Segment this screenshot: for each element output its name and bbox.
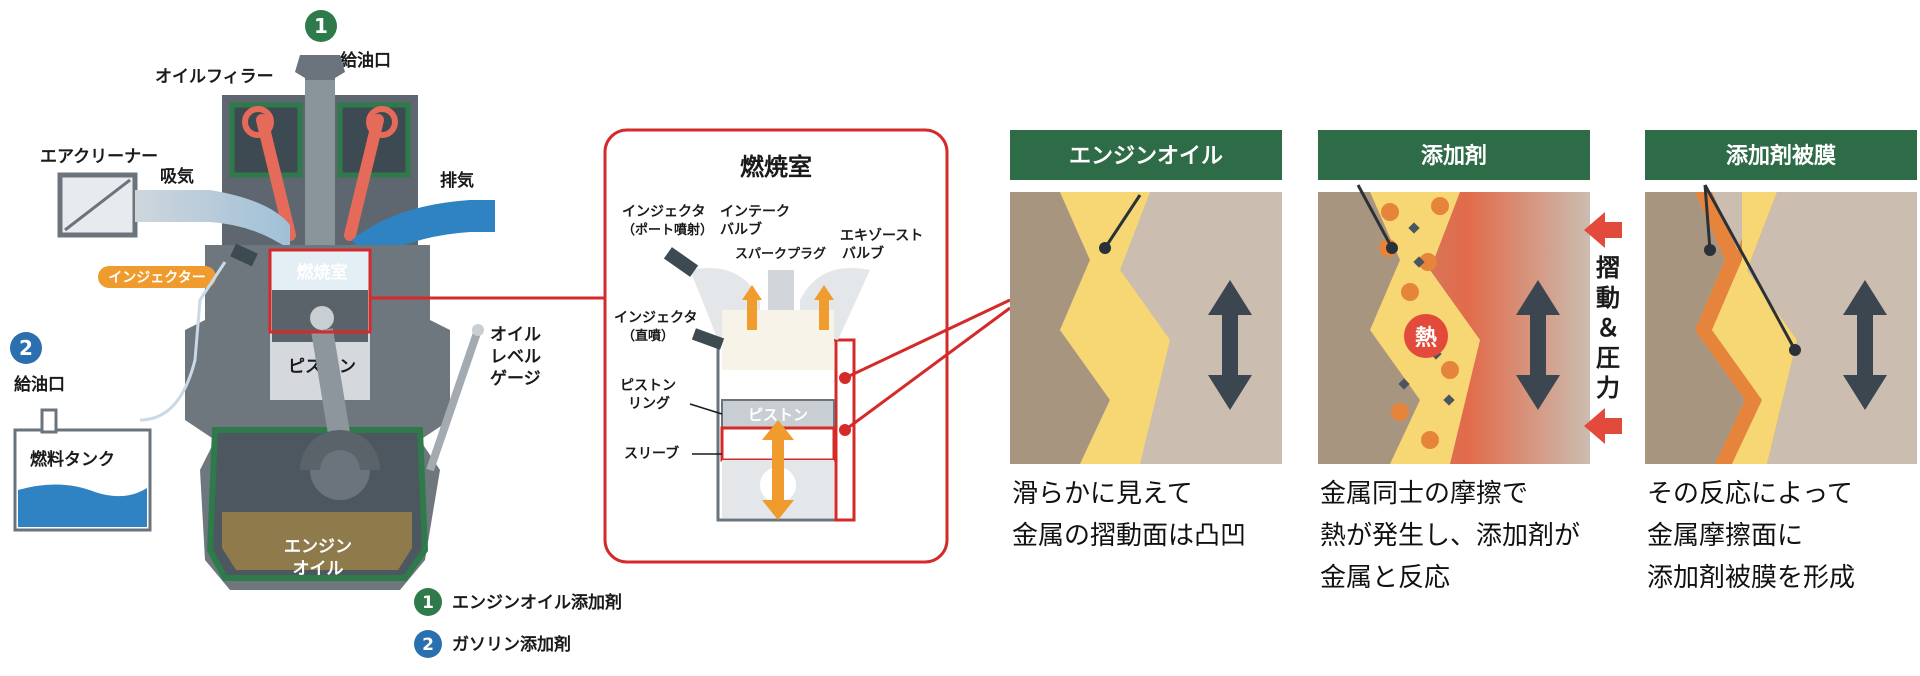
panel-1-caption-2: 金属の摺動面は凸凹 [1012,521,1246,551]
panel-2-caption-2: 熱が発生し、添加剤が [1320,521,1580,551]
fuel-tank-label: 燃料タンク [30,449,115,470]
panel-3-caption-3: 添加剤被膜を形成 [1647,563,1855,593]
label-injector-port-2: （ポート噴射） [622,222,713,238]
label-injector-direct-1: インジェクタ [614,310,697,326]
panel-additive: 添加剤 熱 金属同士の摩擦で 熱が発生し、添加剤が 金属と反応 [1318,130,1590,593]
injector-badge [98,266,216,288]
heat-badge [1404,314,1448,358]
panel-3-caption-2: 金属摩擦面に [1647,521,1803,551]
filler-fuel-label: 給油口 [14,374,65,395]
panel-3-header [1645,130,1917,180]
engine-illustration: 1 給油口 オイルフィラー エアクリーナー 吸気 排気 エンジン オイル [10,10,541,590]
pressure-char-4: 圧 [1596,344,1620,372]
marker-2-number: 2 [19,336,33,360]
panel-1-caption-1: 滑らかに見えて [1012,479,1193,509]
label-piston-ring-2: リング [628,395,670,412]
engine-oil-label-1: エンジン [284,537,352,557]
heat-label: 熱 [1415,325,1437,351]
label-piston-ring-1: ピストン [620,378,676,394]
label-exhaust-valve-2: バルブ [842,245,884,262]
panel-3-motion-arrow [1843,280,1887,410]
panel-3-caption-1: その反応によって [1647,479,1853,509]
marker-2-circle [10,332,42,364]
engine-oil-label-2: オイル [293,559,344,579]
legend-1-number: 1 [422,593,434,613]
air-cleaner-label: エアクリーナー [40,147,158,167]
oil-level-label-2: レベル [490,347,541,367]
oil-level-label-3: ゲージ [490,368,541,389]
legend: 1 エンジンオイル添加剤 2 ガソリン添加剤 [414,588,622,658]
legend-2-label: ガソリン添加剤 [452,634,571,655]
chamber-label: 燃焼室 [297,262,348,283]
label-intake-valve-1: インテーク [720,204,790,220]
exhaust-label: 排気 [440,170,474,191]
chamber-highlight [268,248,372,334]
legend-2-number: 2 [422,635,434,655]
label-intake-valve-2: バルブ [720,221,762,238]
pressure-arrow-top [1584,212,1622,248]
panel-1-motion-arrow [1208,280,1252,410]
pressure-arrow-bottom [1584,408,1622,444]
chamber-detail-title: 燃焼室 [740,153,812,181]
panel-1-header [1010,130,1282,180]
label-injector-port-1: インジェクタ [622,204,705,220]
sliding-pressure: 摺 動 ＆ 圧 力 [1584,212,1622,444]
oil-sump [222,512,412,570]
pressure-char-1: 摺 [1596,254,1620,282]
oil-level-label-1: オイル [490,325,541,345]
injector-label: インジェクター [108,270,205,286]
intake-pipe [135,190,290,250]
label-spark-plug: スパークプラグ [735,246,826,262]
marker-1-circle [305,10,337,42]
label-sleeve: スリーブ [624,445,679,462]
legend-1-label: エンジンオイル添加剤 [452,592,622,613]
filler-top-label: 給油口 [340,50,391,71]
panel-2-motion-arrow [1516,280,1560,410]
panel-1-header-text: エンジンオイル [1069,144,1223,169]
pressure-char-5: 力 [1596,374,1620,402]
panel-2-header [1318,130,1590,180]
pressure-char-2: 動 [1596,284,1620,312]
chamber-detail: 燃焼室 ピストン インジェクタ （ポート噴射） インテーク バルブ スパークプラ… [603,128,949,564]
chamber-piston-label: ピストン [748,406,808,424]
panel-3-header-text: 添加剤被膜 [1726,143,1836,169]
pressure-char-3: ＆ [1596,314,1620,342]
intake-label: 吸気 [160,166,194,187]
marker-1-number: 1 [314,14,328,38]
panel-2-caption-1: 金属同士の摩擦で [1320,479,1528,509]
label-exhaust-valve-1: エキゾースト [840,227,923,244]
panel-engine-oil: エンジンオイル 滑らかに見えて 金属の摺動面は凸凹 [1010,130,1282,551]
panel-additive-film: 添加剤被膜 その反応によって 金属摩擦面に 添加剤被膜を形成 [1645,130,1917,593]
panel-2-caption-3: 金属と反応 [1320,563,1450,593]
oil-filler-label: オイルフィラー [155,67,274,87]
panel-2-header-text: 添加剤 [1421,143,1487,169]
label-injector-direct-2: （直噴） [622,328,674,344]
